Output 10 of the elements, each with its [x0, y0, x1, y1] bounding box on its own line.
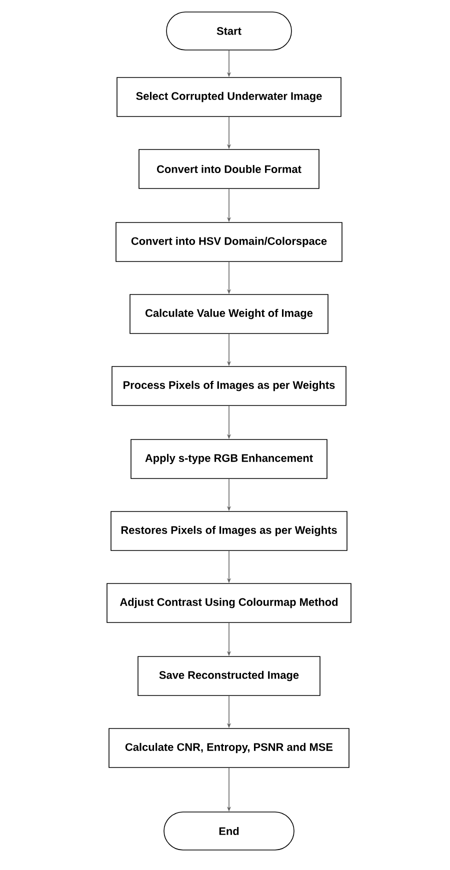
process-box: Convert into HSV Domain/Colorspace [116, 222, 342, 262]
process-box: Calculate CNR, Entropy, PSNR and MSE [108, 728, 350, 768]
process-box: Save Reconstructed Image [138, 656, 320, 696]
process-box: Restores Pixels of Images as per Weights [110, 511, 348, 551]
process-box: Calculate Value Weight of Image [130, 294, 328, 334]
process-box: Apply s-type RGB Enhancement [130, 439, 328, 479]
process-box: Select Corrupted Underwater Image [116, 77, 342, 117]
process-box: Adjust Contrast Using Colourmap Method [106, 583, 352, 623]
process-box: Process Pixels of Images as per Weights [112, 366, 346, 406]
process-box: Convert into Double Format [138, 149, 320, 189]
